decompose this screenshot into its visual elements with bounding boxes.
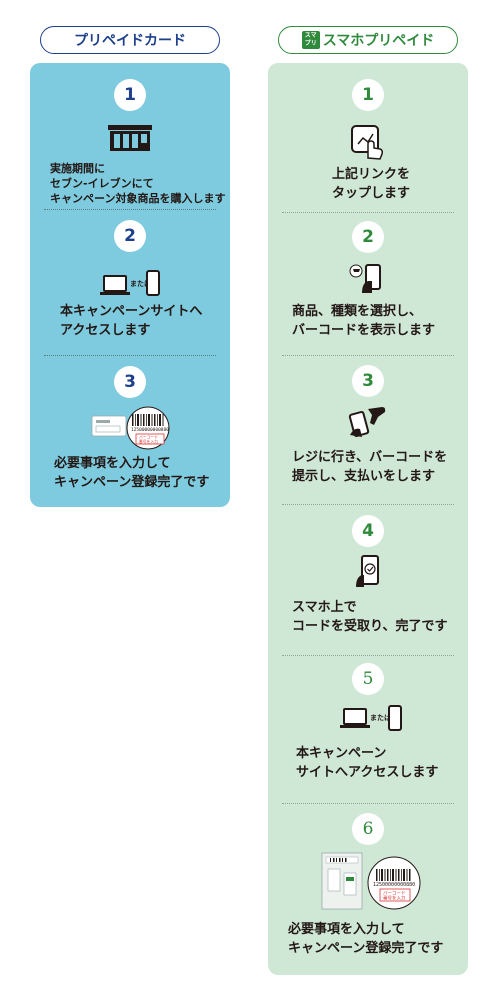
divider [282, 655, 454, 656]
phone-select-icon [349, 264, 381, 293]
svg-text:バーコード: バーコード [383, 891, 406, 897]
or-label: または [370, 714, 391, 722]
phone-complete-icon [356, 555, 379, 587]
smartphone-icon [146, 270, 160, 296]
prepaid-card-steps-panel: 1 実施期間に セブン‐イレブンにて キャンペーン対象商品を購入します 2 また… [30, 63, 230, 507]
divider [44, 355, 216, 356]
smartphone-prepaid-tab[interactable]: スマ プリ スマホプリペイド [278, 26, 458, 54]
step-1-number: 1 [114, 79, 146, 111]
divider [282, 803, 454, 804]
tap-link-icon [351, 125, 383, 160]
step-2-text: 本キャンペーンサイトへ アクセスします [60, 304, 203, 338]
step-5-number: 5 [352, 663, 384, 695]
barcode-number: 12500000000880 [131, 427, 169, 433]
smartphone-prepaid-tab-label: スマホプリペイド [322, 33, 435, 49]
step-5-text: 本キャンペーン サイトへアクセスします [296, 746, 439, 780]
store-icon [108, 125, 152, 151]
divider [282, 355, 454, 356]
step-1-text: 実施期間に セブン‐イレブンにて キャンペーン対象商品を購入します [50, 162, 226, 205]
divider [282, 504, 454, 505]
step-3-number: 3 [114, 366, 146, 398]
laptop-icon [100, 275, 130, 295]
step-4-text: スマホ上で コードを受取り、完了です [292, 600, 448, 634]
smartphone-prepaid-steps-panel: 1 上記リンクを タップします 2 商品、種類を選択し、 バーコードを表示します… [268, 63, 468, 975]
svg-text:バーコード: バーコード [139, 435, 158, 440]
smartphone-icon [388, 705, 402, 731]
phone-barcode-entry-icon: 12500000000880 バーコード 番号を入力 [321, 852, 421, 910]
prepaid-card-tab-label: プリペイドカード [74, 33, 186, 49]
barcode-card-icon: 12500000000880 バーコード 番号を入力 [91, 406, 170, 450]
step-3-number: 3 [352, 365, 384, 397]
or-label: または [130, 280, 151, 288]
step-6-text: 必要事項を入力して キャンペーン登録完了です [288, 922, 444, 956]
step-2-number: 2 [114, 220, 146, 252]
svg-text:番号を入力: 番号を入力 [383, 895, 406, 902]
step-1-number: 1 [352, 79, 384, 111]
sumapuri-badge-icon: スマ プリ [301, 31, 320, 49]
step-3-text: レジに行き、バーコードを 提示し、支払いをします [292, 450, 448, 484]
divider [44, 209, 216, 210]
prepaid-card-tab[interactable]: プリペイドカード [40, 26, 220, 54]
barcode-scanner-icon [348, 407, 386, 437]
step-4-number: 4 [352, 515, 384, 547]
step-1-text: 上記リンクを タップします [332, 167, 411, 201]
barcode-number: 12500000000880 [373, 882, 415, 888]
step-2-number: 2 [352, 221, 384, 253]
step-6-number: 6 [352, 813, 384, 845]
divider [282, 212, 454, 213]
step-3-text: 必要事項を入力して キャンペーン登録完了です [54, 456, 210, 490]
step-2-text: 商品、種類を選択し、 バーコードを表示します [292, 304, 436, 338]
svg-text:番号を入力: 番号を入力 [139, 439, 158, 444]
laptop-icon [340, 708, 370, 728]
